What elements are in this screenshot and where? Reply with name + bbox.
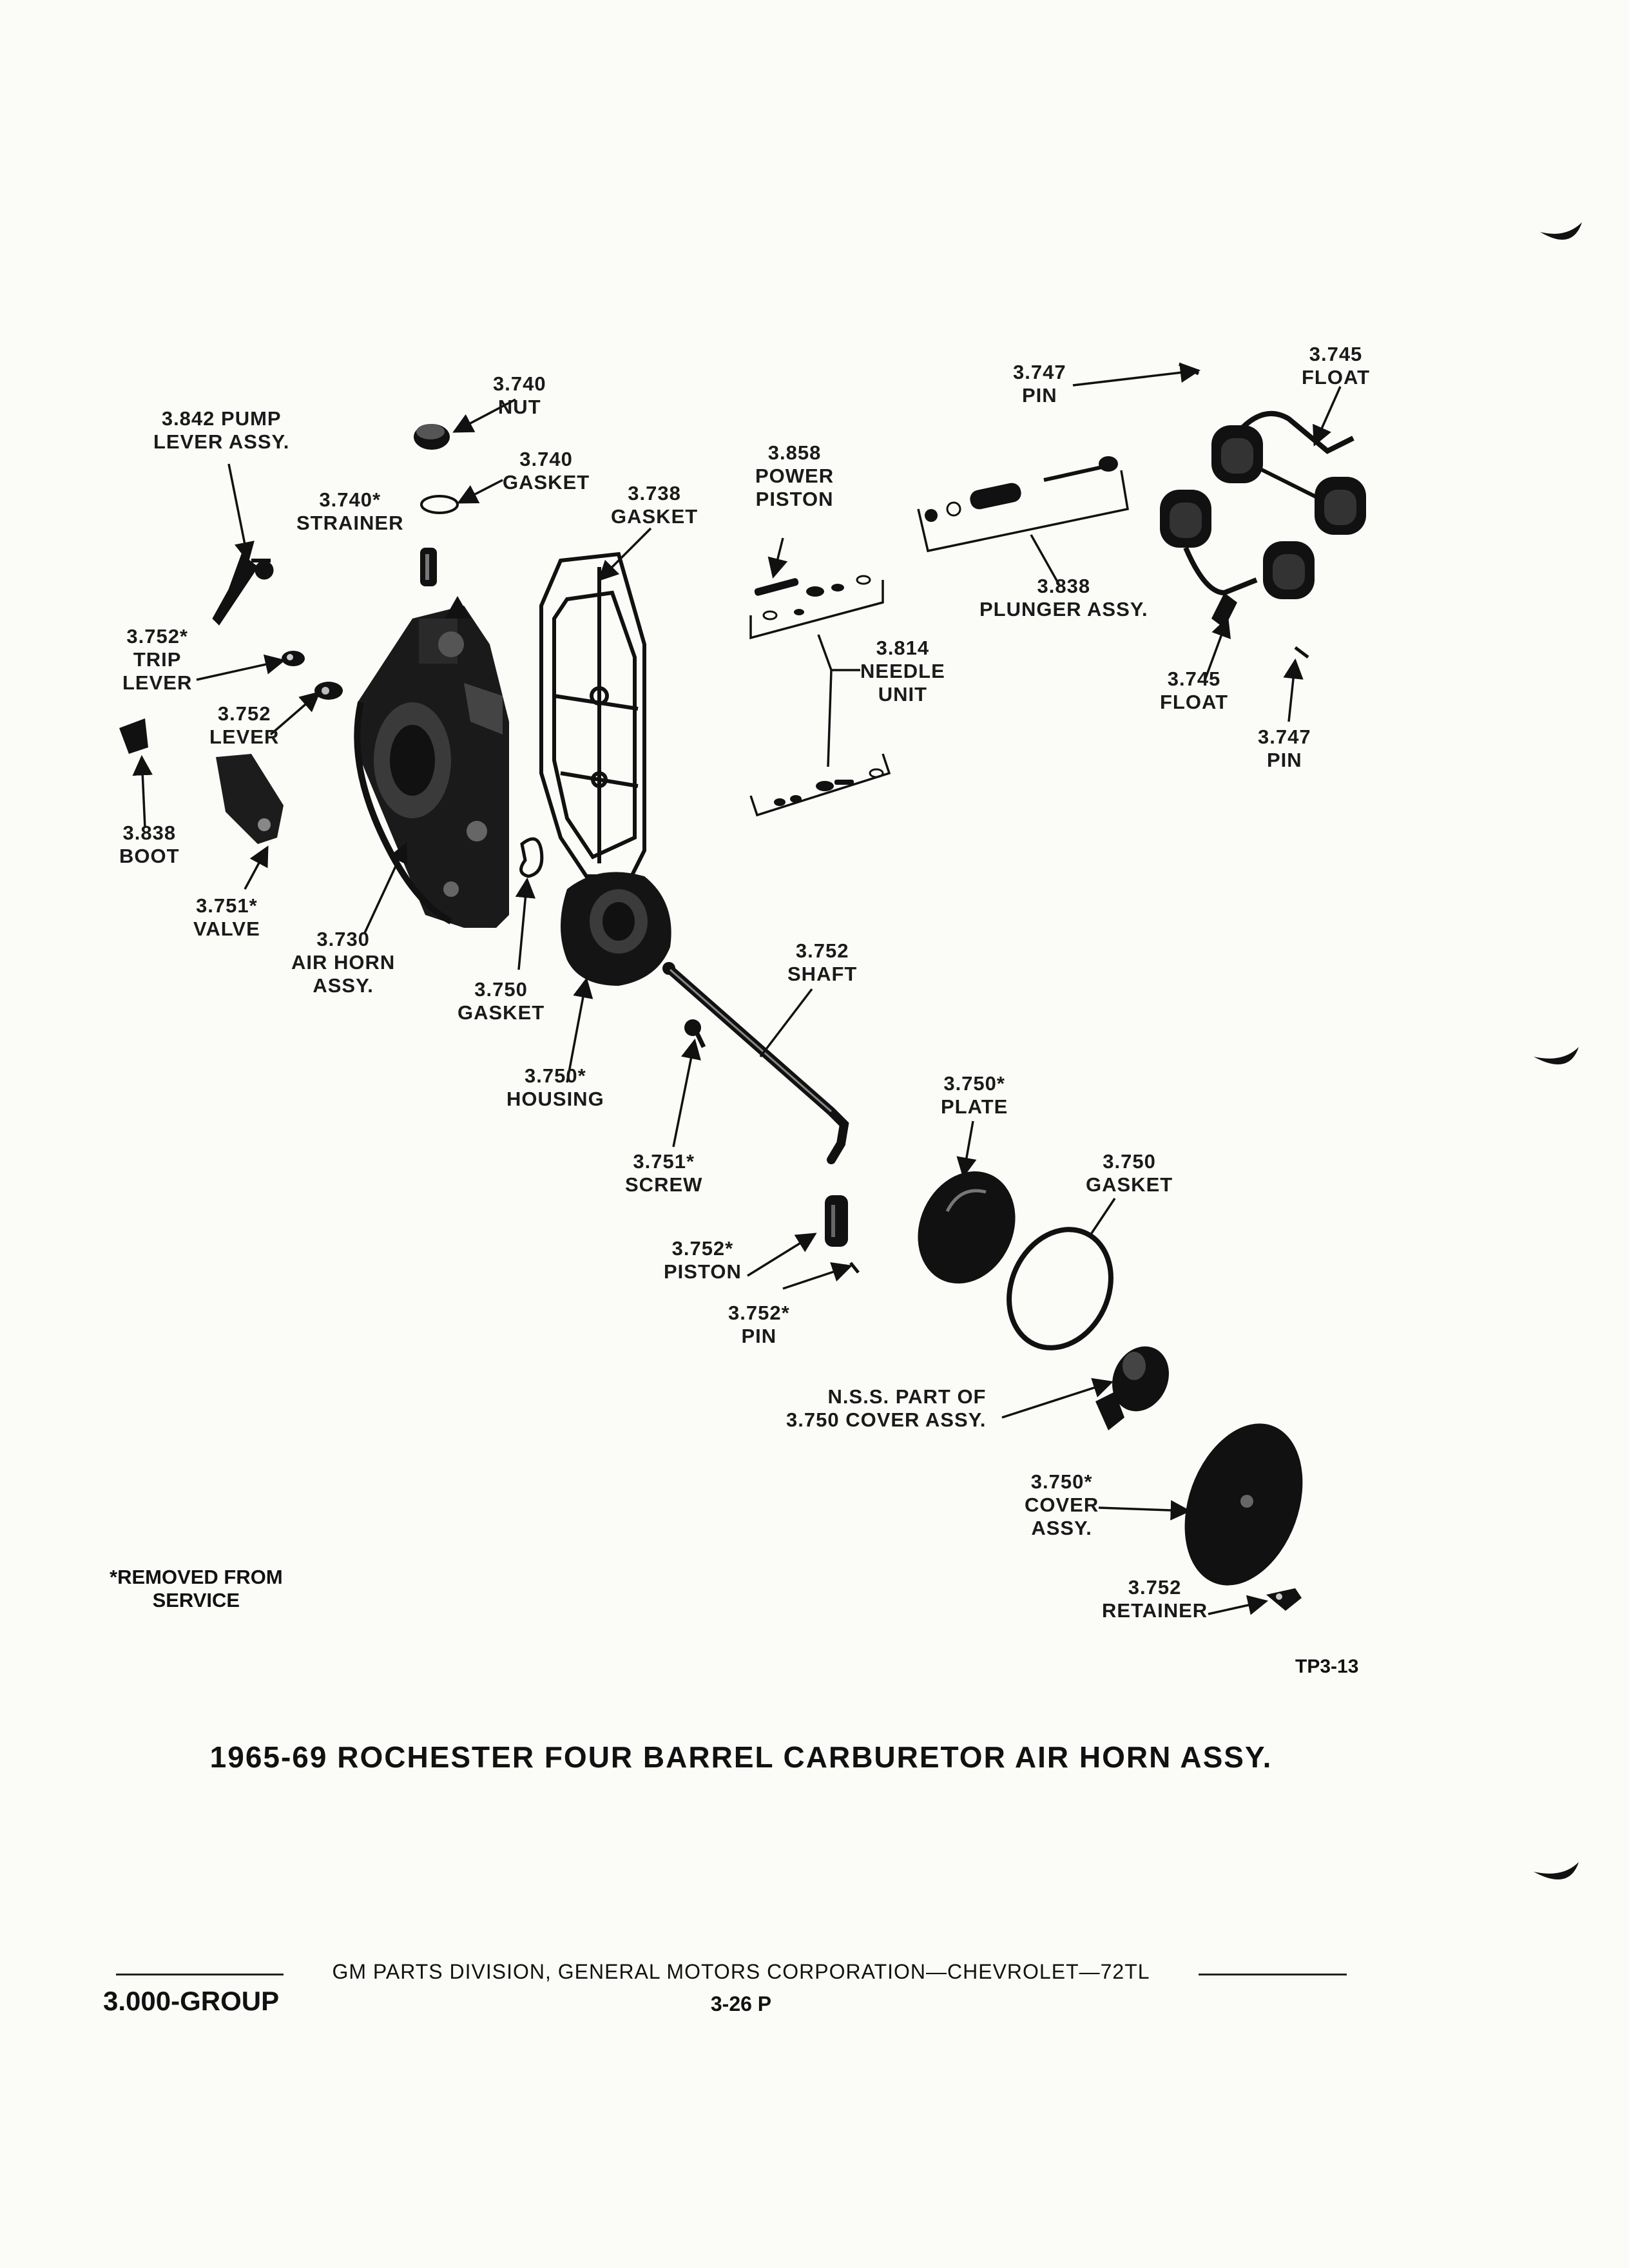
trip-lever-part [282, 651, 305, 666]
label-pin-752: 3.752*PIN [728, 1302, 790, 1347]
pin-752-part [849, 1262, 860, 1274]
footer-rule-left [116, 1974, 284, 1975]
nss-part [1095, 1346, 1169, 1430]
plunger-part [925, 456, 1118, 522]
label-valve: 3.751*VALVE [193, 894, 260, 940]
plate-part [918, 1171, 1016, 1284]
power-piston-part [754, 575, 871, 620]
boot-part [119, 718, 148, 754]
float-bottom-part [1160, 490, 1315, 628]
label-housing: 3.750*HOUSING [506, 1064, 604, 1110]
leader-lines [132, 362, 1342, 1615]
figure-code: TP3-13 [1295, 1656, 1359, 1677]
housing-part [561, 872, 671, 986]
gasket-740-part [420, 495, 459, 514]
cover-part [1184, 1423, 1303, 1586]
footer-publisher: GM PARTS DIVISION, GENERAL MOTORS CORPOR… [332, 1960, 1150, 1983]
binder-mark-2 [1534, 1047, 1579, 1064]
piston-752-part [825, 1195, 848, 1247]
needle-unit-part [774, 768, 884, 806]
air-horn-body-part [354, 596, 509, 928]
footer-group: 3.000-GROUP [103, 1986, 280, 2016]
binder-mark-1 [1540, 222, 1582, 240]
label-strainer: 3.740*STRAINER [296, 488, 404, 534]
label-screw: 3.751*SCREW [625, 1150, 703, 1196]
shaft-part [662, 962, 849, 1164]
nut-part [414, 424, 450, 450]
valve-part [216, 754, 284, 844]
gasket-750-a-part [519, 837, 544, 878]
binder-mark-3 [1534, 1862, 1579, 1879]
gasket-750-b-part [1007, 1227, 1113, 1350]
footer-rule-right [1199, 1974, 1347, 1975]
pump-lever-part [212, 553, 274, 626]
pin-747-bottom-part [1294, 646, 1309, 658]
footer-page-number: 3-26 P [710, 1992, 772, 2015]
lever-752-part [314, 682, 343, 700]
strainer-part [420, 548, 437, 586]
gasket-738-part [539, 552, 646, 878]
float-top-part [1211, 410, 1366, 535]
label-plate: 3.750*PLATE [941, 1072, 1008, 1118]
label-piston-752: 3.752*PISTON [664, 1237, 742, 1283]
retainer-part [1266, 1588, 1302, 1611]
page-title: 1965-69 ROCHESTER FOUR BARREL CARBURETOR… [209, 1740, 1273, 1774]
